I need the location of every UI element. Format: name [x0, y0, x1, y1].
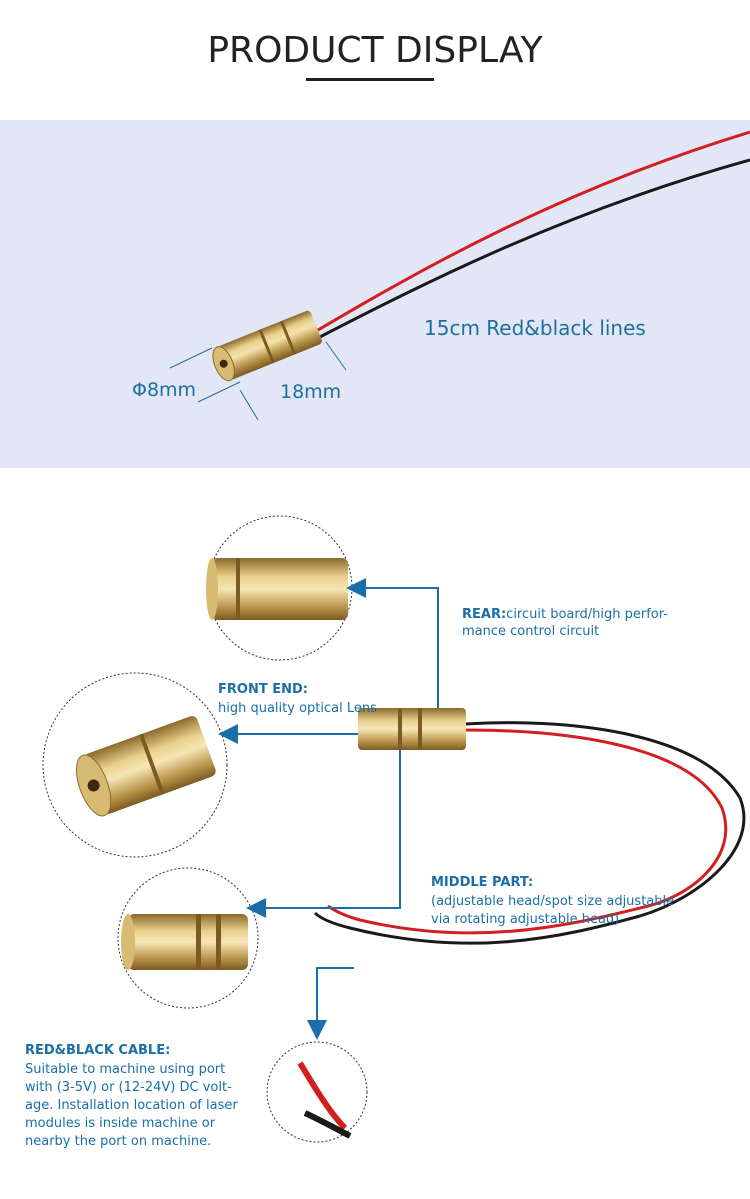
cable-body-line1: Suitable to machine using port — [25, 1062, 226, 1077]
cable-body-line3: age. Installation location of laser — [25, 1098, 238, 1113]
black-wire — [317, 158, 750, 340]
parts-callout-illustration — [42, 515, 746, 1143]
page-title: PRODUCT DISPLAY — [207, 30, 543, 71]
rear-callout-arrow — [346, 578, 439, 708]
middle-body-line2: via rotating adjustable head) — [431, 912, 620, 927]
black-wire — [464, 721, 746, 918]
title-underline — [306, 78, 434, 81]
parts-panel: REAR:circuit board/high perfor- mance co… — [0, 468, 750, 1199]
rear-closeup — [206, 515, 353, 661]
cable-body-line2: with (3-5V) or (12-24V) DC volt- — [25, 1080, 232, 1095]
laser-module-body — [212, 310, 322, 382]
laser-module-dimension-illustration — [169, 130, 750, 421]
front-head: FRONT END: — [218, 682, 308, 697]
middle-body-line1: (adjustable head/spot size adjustable — [431, 894, 675, 909]
middle-callout-arrow — [246, 750, 401, 918]
red-wire — [464, 728, 728, 910]
cable-body-line4: modules is inside machine or — [25, 1116, 216, 1131]
red-wire — [317, 130, 750, 332]
laser-module-main — [358, 708, 466, 750]
dimensions-panel: 15cm Red&black lines Φ8mm 18mm — [0, 120, 750, 468]
rear-annotation: REAR:circuit board/high perfor- — [462, 605, 668, 624]
front-closeup — [42, 672, 228, 858]
cable-head: RED&BLACK CABLE: — [25, 1043, 171, 1058]
rear-head: REAR: — [462, 607, 507, 622]
rear-body-line1: circuit board/high perfor- — [506, 607, 668, 622]
cable-length-label: 15cm Red&black lines — [424, 316, 646, 340]
cable-callout-arrow — [307, 967, 354, 1040]
length-label: 18mm — [280, 381, 342, 403]
header: PRODUCT DISPLAY — [0, 0, 750, 120]
rear-body-line2: mance control circuit — [462, 624, 600, 639]
middle-closeup — [117, 867, 259, 1009]
cable-body-line5: nearby the port on machine. — [25, 1134, 212, 1149]
cable-closeup — [266, 1041, 368, 1143]
front-body: high quality optical Lens — [218, 701, 377, 716]
diameter-label: Φ8mm — [132, 379, 197, 401]
middle-head: MIDDLE PART: — [431, 875, 534, 890]
